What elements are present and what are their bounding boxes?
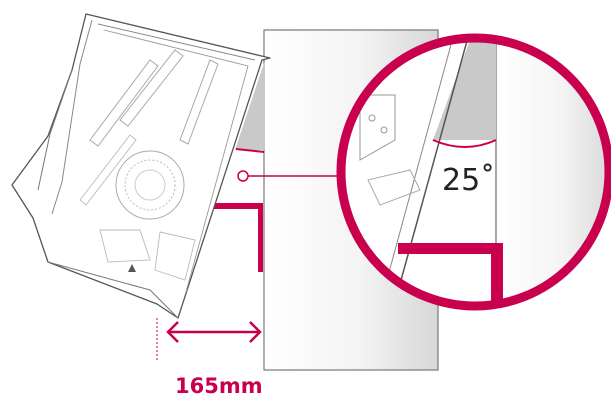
angle-arc [235, 148, 265, 153]
dimension-arrow [166, 321, 262, 343]
dimension-label: 165mm [175, 374, 263, 398]
callout-point [237, 170, 249, 182]
wall-angle-wedge [235, 60, 265, 150]
mounting-bracket [212, 203, 263, 272]
angle-label: 25˚ [442, 163, 495, 198]
indoor-unit [11, 13, 271, 319]
